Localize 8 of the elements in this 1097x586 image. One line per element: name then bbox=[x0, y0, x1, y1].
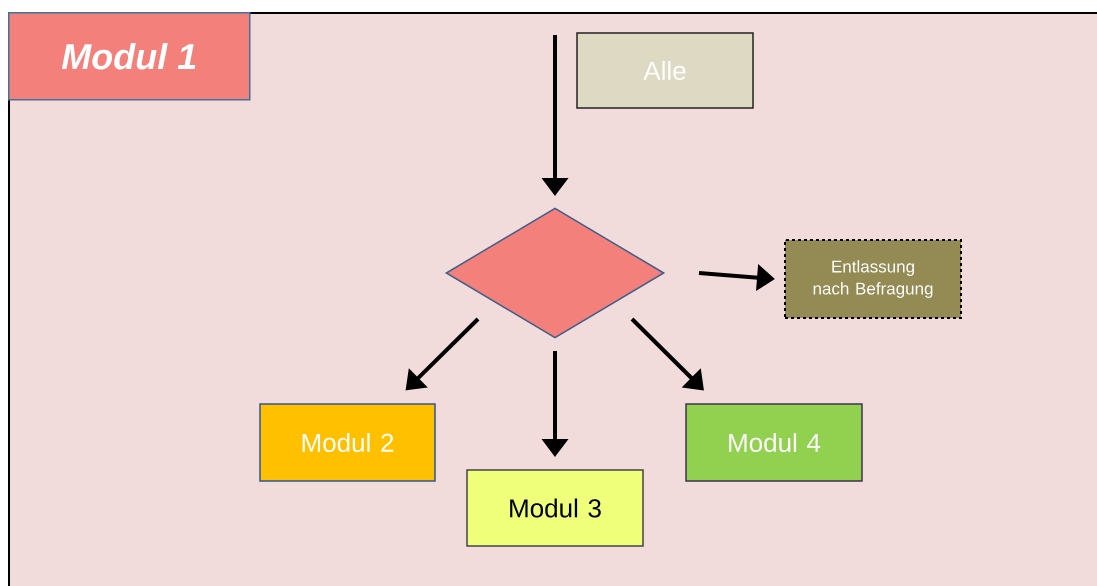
process-box: Modul 2 bbox=[259, 403, 436, 482]
arrow bbox=[630, 317, 704, 391]
process-box: Entlassung nach Befragung bbox=[784, 239, 962, 319]
heading-box: Modul 1 bbox=[8, 12, 251, 101]
process-box: Modul 3 bbox=[466, 469, 644, 547]
process-box: Alle bbox=[576, 32, 754, 109]
process-box: Modul 4 bbox=[685, 403, 863, 482]
arrow bbox=[405, 317, 480, 391]
